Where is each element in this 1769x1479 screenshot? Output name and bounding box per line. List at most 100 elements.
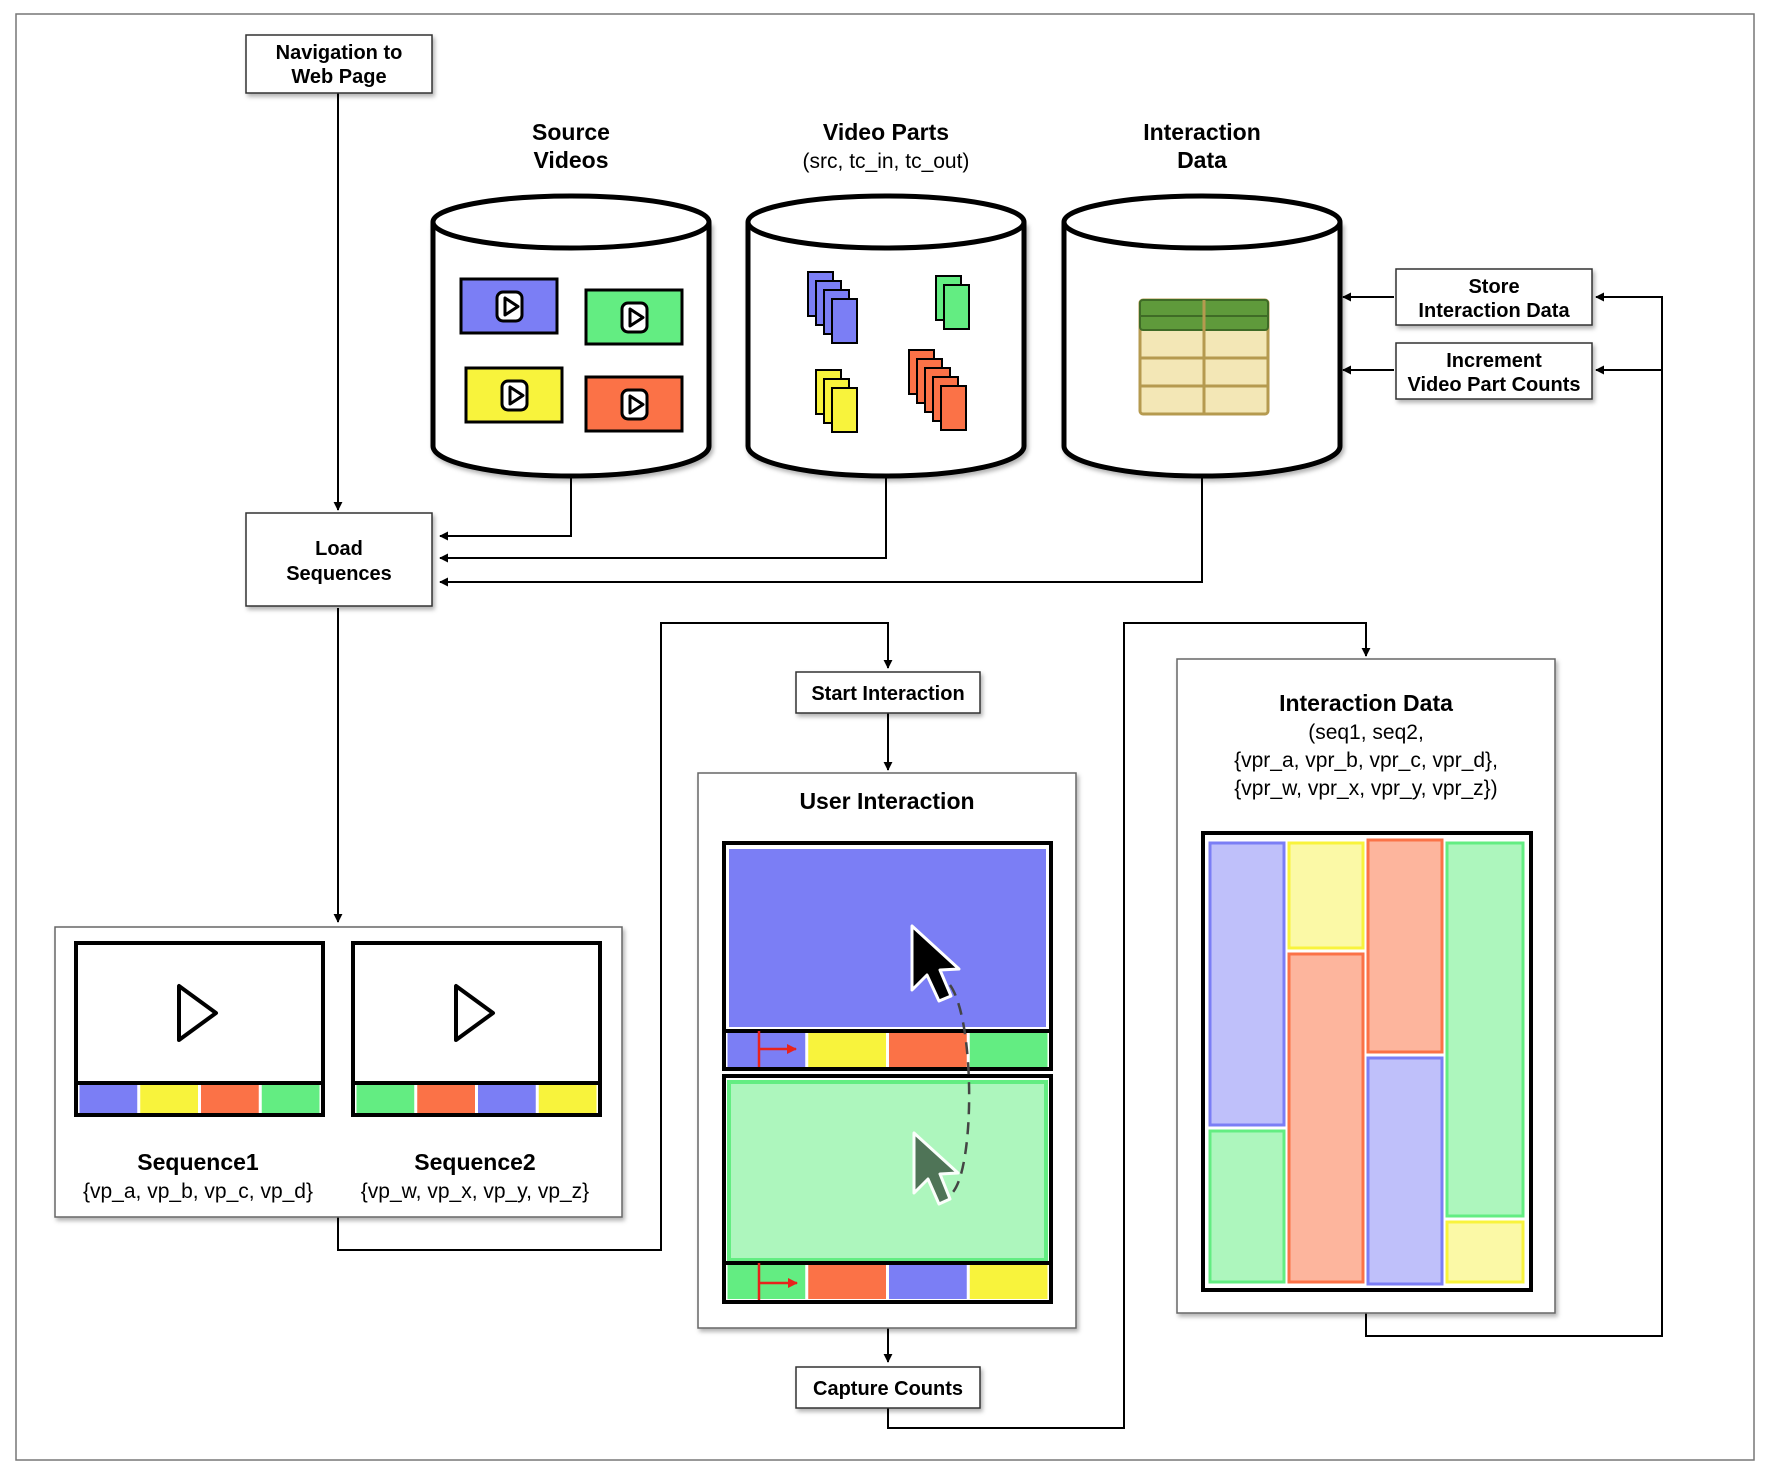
top-timeline-segment-yellow [808,1033,886,1067]
bottom-timeline-segment-blue [889,1265,967,1299]
video-thumb-green [584,288,684,346]
sequence1-segment-green [261,1085,320,1113]
bottom-timeline-segment-yellow [969,1265,1048,1299]
database-cylinder-body [430,222,712,479]
video-frame-green [727,1080,1048,1262]
cursor-icon [910,924,961,1003]
database-cylinder-top [745,193,1027,251]
interaction-block-yellow [1445,1220,1525,1284]
interaction-data-blocks [1208,838,1525,1286]
play-icon [177,984,218,1042]
video-thumb-yellow [464,366,564,424]
interaction-data-title-line1: Interaction [1143,119,1261,145]
sequence1-player [74,941,325,1117]
sequence1-timeline [79,1085,320,1113]
load-sequences-box: Load Sequences [245,512,433,607]
interaction-timeline-bottom [727,1265,1048,1299]
sequence2-timeline [356,1085,597,1113]
arrow-capture-to-panel [887,622,1371,1429]
arrow-data-to-load [439,475,1203,587]
interaction-block-blue [1208,841,1286,1127]
sequence2-parts: {vp_w, vp_x, vp_y, vp_z} [361,1180,589,1203]
database-cylinder-top [430,193,712,251]
interaction-block-orange [1287,952,1365,1284]
video-parts-title: Video Parts [823,119,949,145]
interaction-data-database: Interaction Data [1061,119,1343,479]
navigation-label-line2: Web Page [291,66,386,88]
video-frame-blue [729,849,1046,1027]
play-icon [508,385,525,406]
source-videos-title-line1: Source [532,119,610,145]
video-thumb-blue [459,277,559,335]
store-interaction-box: Store Interaction Data [1395,268,1593,326]
arrow-parts-to-load [439,475,887,563]
navigation-box: Navigation to Web Page [245,34,433,94]
video-thumb-orange [584,375,684,433]
load-sequences-label-line1: Load [315,538,363,560]
interaction-panel-line3: {vpr_w, vpr_x, vpr_y, vpr_z}) [1234,777,1497,800]
top-timeline-segment-green [969,1033,1048,1067]
sequence2-segment-orange [417,1085,475,1113]
arrow-sequences-to-start [337,622,893,1251]
start-interaction-label: Start Interaction [811,683,964,705]
source-videos-database: Source Videos [430,119,712,479]
sequence1-parts: {vp_a, vp_b, vp_c, vp_d} [83,1180,313,1203]
load-sequences-label-line2: Sequences [286,563,392,585]
sequence2-name: Sequence2 [414,1149,535,1175]
interaction-data-panel: Interaction Data (seq1, seq2, {vpr_a, vp… [1176,658,1556,1314]
bottom-timeline-segment-orange [808,1265,886,1299]
video-parts-subtitle: (src, tc_in, tc_out) [803,150,970,173]
sequence2-player [351,941,602,1117]
interaction-player-top [722,841,1053,1071]
database-cylinder-body [745,222,1027,479]
store-interaction-label-line1: Store [1468,276,1519,298]
video-part-yellow [831,387,858,433]
sequence1-segment-yellow [140,1085,198,1113]
increment-counts-label-line1: Increment [1446,350,1542,372]
arrow-source-to-load [439,475,572,541]
sequence2-segment-yellow [538,1085,597,1113]
video-part-blue [831,298,858,344]
store-interaction-label-line2: Interaction Data [1418,300,1570,322]
outer-frame [15,13,1755,1461]
play-icon [628,394,645,415]
top-timeline-segment-orange [889,1033,967,1067]
increment-counts-label-line2: Video Part Counts [1408,374,1581,396]
sequence1-segment-blue [79,1085,138,1113]
connectors [333,93,1663,1429]
interaction-player-bottom [722,1074,1053,1304]
video-part-orange [940,385,967,431]
play-icon [503,296,520,317]
sequences-panel: Sequence1 {vp_a, vp_b, vp_c, vp_d} Seque… [54,926,623,1218]
interaction-panel-line2: {vpr_a, vpr_b, vpr_c, vpr_d}, [1234,749,1498,772]
interaction-block-green [1445,841,1525,1218]
table-icon [1138,298,1270,416]
video-parts-database: Video Parts (src, tc_in, tc_out) [745,119,1027,479]
interaction-block-orange [1366,838,1444,1054]
capture-counts-label: Capture Counts [813,1378,963,1400]
interaction-data-title-line2: Data [1177,147,1227,173]
sequence1-segment-orange [201,1085,259,1113]
sequence2-segment-blue [478,1085,536,1113]
video-part-stacks [807,271,970,433]
navigation-label-line1: Navigation to [276,42,403,64]
interaction-block-blue [1366,1056,1444,1286]
sequence1-name: Sequence1 [137,1149,259,1175]
video-part-green [943,284,970,330]
cursor-movement-path [948,984,971,1193]
interaction-block-yellow [1287,841,1365,950]
cursor-ghost-icon [912,1131,960,1206]
interaction-panel-line1: (seq1, seq2, [1308,721,1424,744]
user-interaction-panel: User Interaction [697,772,1077,1329]
play-icon [454,984,495,1042]
play-icon [628,307,645,328]
source-videos-title-line2: Videos [534,147,609,173]
interaction-block-green [1208,1129,1286,1284]
arrow-panel-to-store [1365,292,1663,1337]
start-interaction-box: Start Interaction [795,671,981,714]
capture-counts-box: Capture Counts [795,1366,981,1409]
database-cylinder-top [1061,193,1343,251]
user-interaction-title: User Interaction [799,788,974,814]
